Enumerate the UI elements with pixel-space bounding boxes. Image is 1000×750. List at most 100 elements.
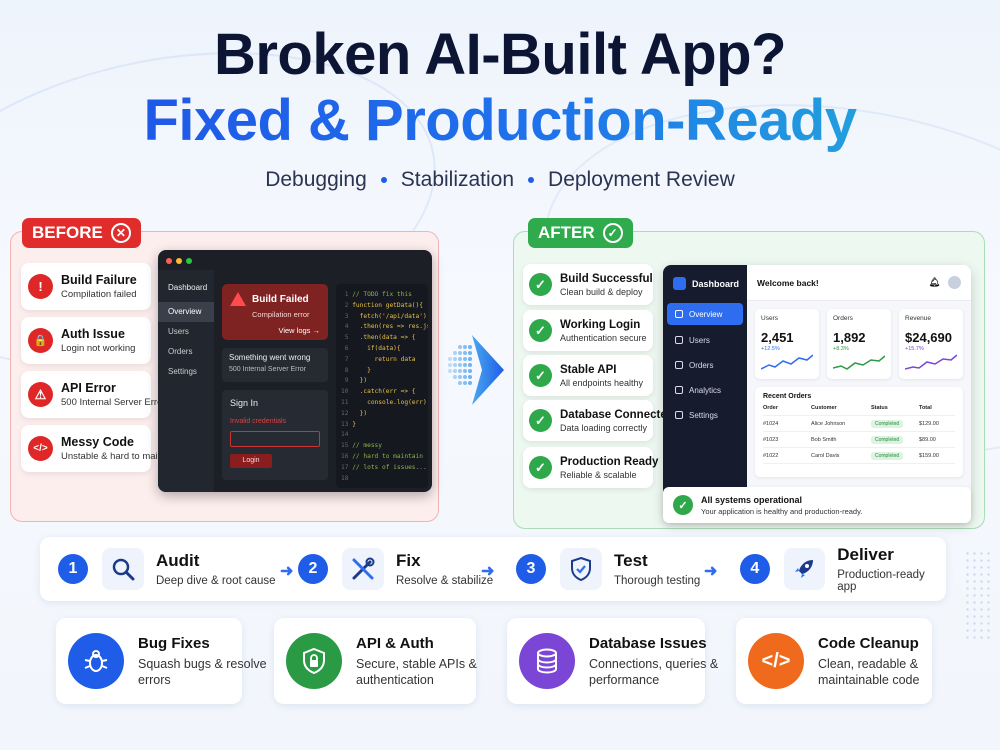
check-icon: ✓ — [529, 456, 552, 479]
issue-title: API Error — [61, 381, 116, 395]
users-icon — [675, 336, 683, 344]
arrow-dot — [468, 351, 472, 355]
check-circle-icon: ✓ — [602, 223, 623, 243]
arrow-dot — [458, 345, 462, 349]
column-header: Customer — [811, 404, 837, 411]
bell-icon[interactable]: 🔔︎ — [928, 277, 940, 287]
arrow-dot — [463, 369, 467, 373]
sidebar-item-orders[interactable]: Orders — [667, 354, 743, 376]
code-line: 14 — [341, 431, 353, 439]
issue-desc: 500 Internal Server Error — [61, 397, 166, 408]
overview-icon — [675, 310, 683, 318]
gear-icon — [675, 411, 683, 419]
step-number: 4 — [740, 554, 770, 584]
arrow-dot — [463, 363, 467, 367]
cell: #1023 — [763, 436, 779, 443]
sparkline — [833, 355, 885, 370]
cell: #1022 — [763, 452, 779, 459]
recent-orders-table: Recent Orders Order Customer Status Tota… — [755, 387, 963, 477]
code-line: 7 return data — [341, 355, 416, 363]
code-line: 5 .then(data => { — [341, 334, 416, 342]
table-row[interactable]: #1024 Alice Johnson Completed $129.00 — [763, 416, 955, 432]
success-desc: Clean build & deploy — [560, 286, 643, 297]
code-line: 15 // messy — [341, 442, 382, 450]
before-tag: BEFORE ✕ — [22, 218, 141, 248]
success-desc: Data loading correctly — [560, 422, 648, 433]
arrow-dot — [453, 357, 457, 361]
check-icon: ✓ — [529, 319, 552, 342]
dashboard-logo: Dashboard — [673, 277, 739, 290]
step-title: Deliver — [837, 545, 894, 564]
table-header: Order Customer Status Total — [763, 400, 955, 416]
success-title: Build Successful — [560, 272, 653, 285]
column-header: Status — [871, 404, 888, 411]
issue-title: Auth Issue — [61, 327, 125, 341]
orders-title: Recent Orders — [763, 393, 812, 400]
code-editor: 1 // TODO fix this 2 function getData(){… — [336, 284, 428, 488]
arrow-dot — [458, 363, 462, 367]
sign-in-error: Invalid credentials — [230, 418, 287, 425]
table-row[interactable]: #1022 Carol Davis Completed $159.00 — [763, 448, 955, 464]
login-button[interactable]: Login — [230, 454, 272, 468]
feature-title: Database Issues — [589, 634, 707, 652]
code-icon: </> — [28, 436, 53, 461]
build-failed-title: Build Failed — [252, 293, 309, 305]
title-line-1: Broken AI-Built App? — [213, 22, 787, 87]
arrow-dot — [463, 381, 467, 385]
sidebar-item-overview[interactable]: Overview — [667, 303, 743, 325]
sidebar-item-orders[interactable]: Orders — [168, 347, 193, 356]
arrow-dot — [468, 363, 472, 367]
feature-desc: Connections, queries & performance — [589, 656, 719, 687]
sidebar-item-overview[interactable]: Overview — [158, 302, 214, 322]
cell: $89.00 — [919, 436, 936, 443]
build-failed-card: Build Failed Compilation error View logs… — [222, 284, 328, 340]
step-desc: Production-ready app — [837, 569, 925, 593]
arrow-dot — [453, 351, 457, 355]
feature-title: Code Cleanup — [818, 634, 919, 652]
stat-change: +8.3% — [833, 346, 849, 352]
sidebar-item-users[interactable]: Users — [667, 329, 743, 351]
arrow-dot — [468, 369, 472, 373]
sidebar-item-analytics[interactable]: Analytics — [667, 379, 743, 401]
broken-app-window: Dashboard Overview Users Orders Settings… — [158, 250, 432, 492]
credentials-input[interactable] — [230, 431, 320, 447]
step-number: 3 — [516, 554, 546, 584]
view-logs-link[interactable]: View logs → — [278, 326, 320, 335]
bullet-dot — [528, 177, 535, 183]
maximize-dot[interactable] — [186, 258, 192, 264]
database-icon — [519, 633, 575, 689]
logo-text: Dashboard — [692, 278, 740, 289]
sidebar-item-label: Analytics — [689, 385, 722, 395]
code-line: 8 } — [341, 366, 371, 374]
minimize-dot[interactable] — [176, 258, 182, 264]
sidebar-item-settings[interactable]: Settings — [667, 404, 743, 426]
arrow-dot — [458, 369, 462, 373]
analytics-icon — [675, 386, 683, 394]
feature-desc: Clean, readable & maintainable code — [818, 656, 920, 687]
step-desc: Thorough testing — [614, 575, 701, 587]
avatar[interactable] — [948, 276, 961, 289]
close-dot[interactable] — [166, 258, 172, 264]
cell: #1024 — [763, 420, 779, 427]
arrow-dot — [463, 345, 467, 349]
feature-desc: Squash bugs & resolve errors — [138, 656, 267, 687]
table-row[interactable]: #1023 Bob Smith Completed $89.00 — [763, 432, 955, 448]
sidebar-item-settings[interactable]: Settings — [168, 367, 197, 376]
arrow-dot — [453, 369, 457, 373]
dashboard-main: Welcome back! 🔔︎ Users 2,451 +12.5% Orde… — [747, 265, 971, 521]
sparkline — [905, 354, 957, 370]
sidebar-item-users[interactable]: Users — [168, 327, 189, 336]
issue-desc: Login not working — [61, 343, 136, 354]
sidebar-item-label: Users — [689, 335, 710, 345]
error-desc: 500 Internal Server Error — [229, 366, 307, 373]
